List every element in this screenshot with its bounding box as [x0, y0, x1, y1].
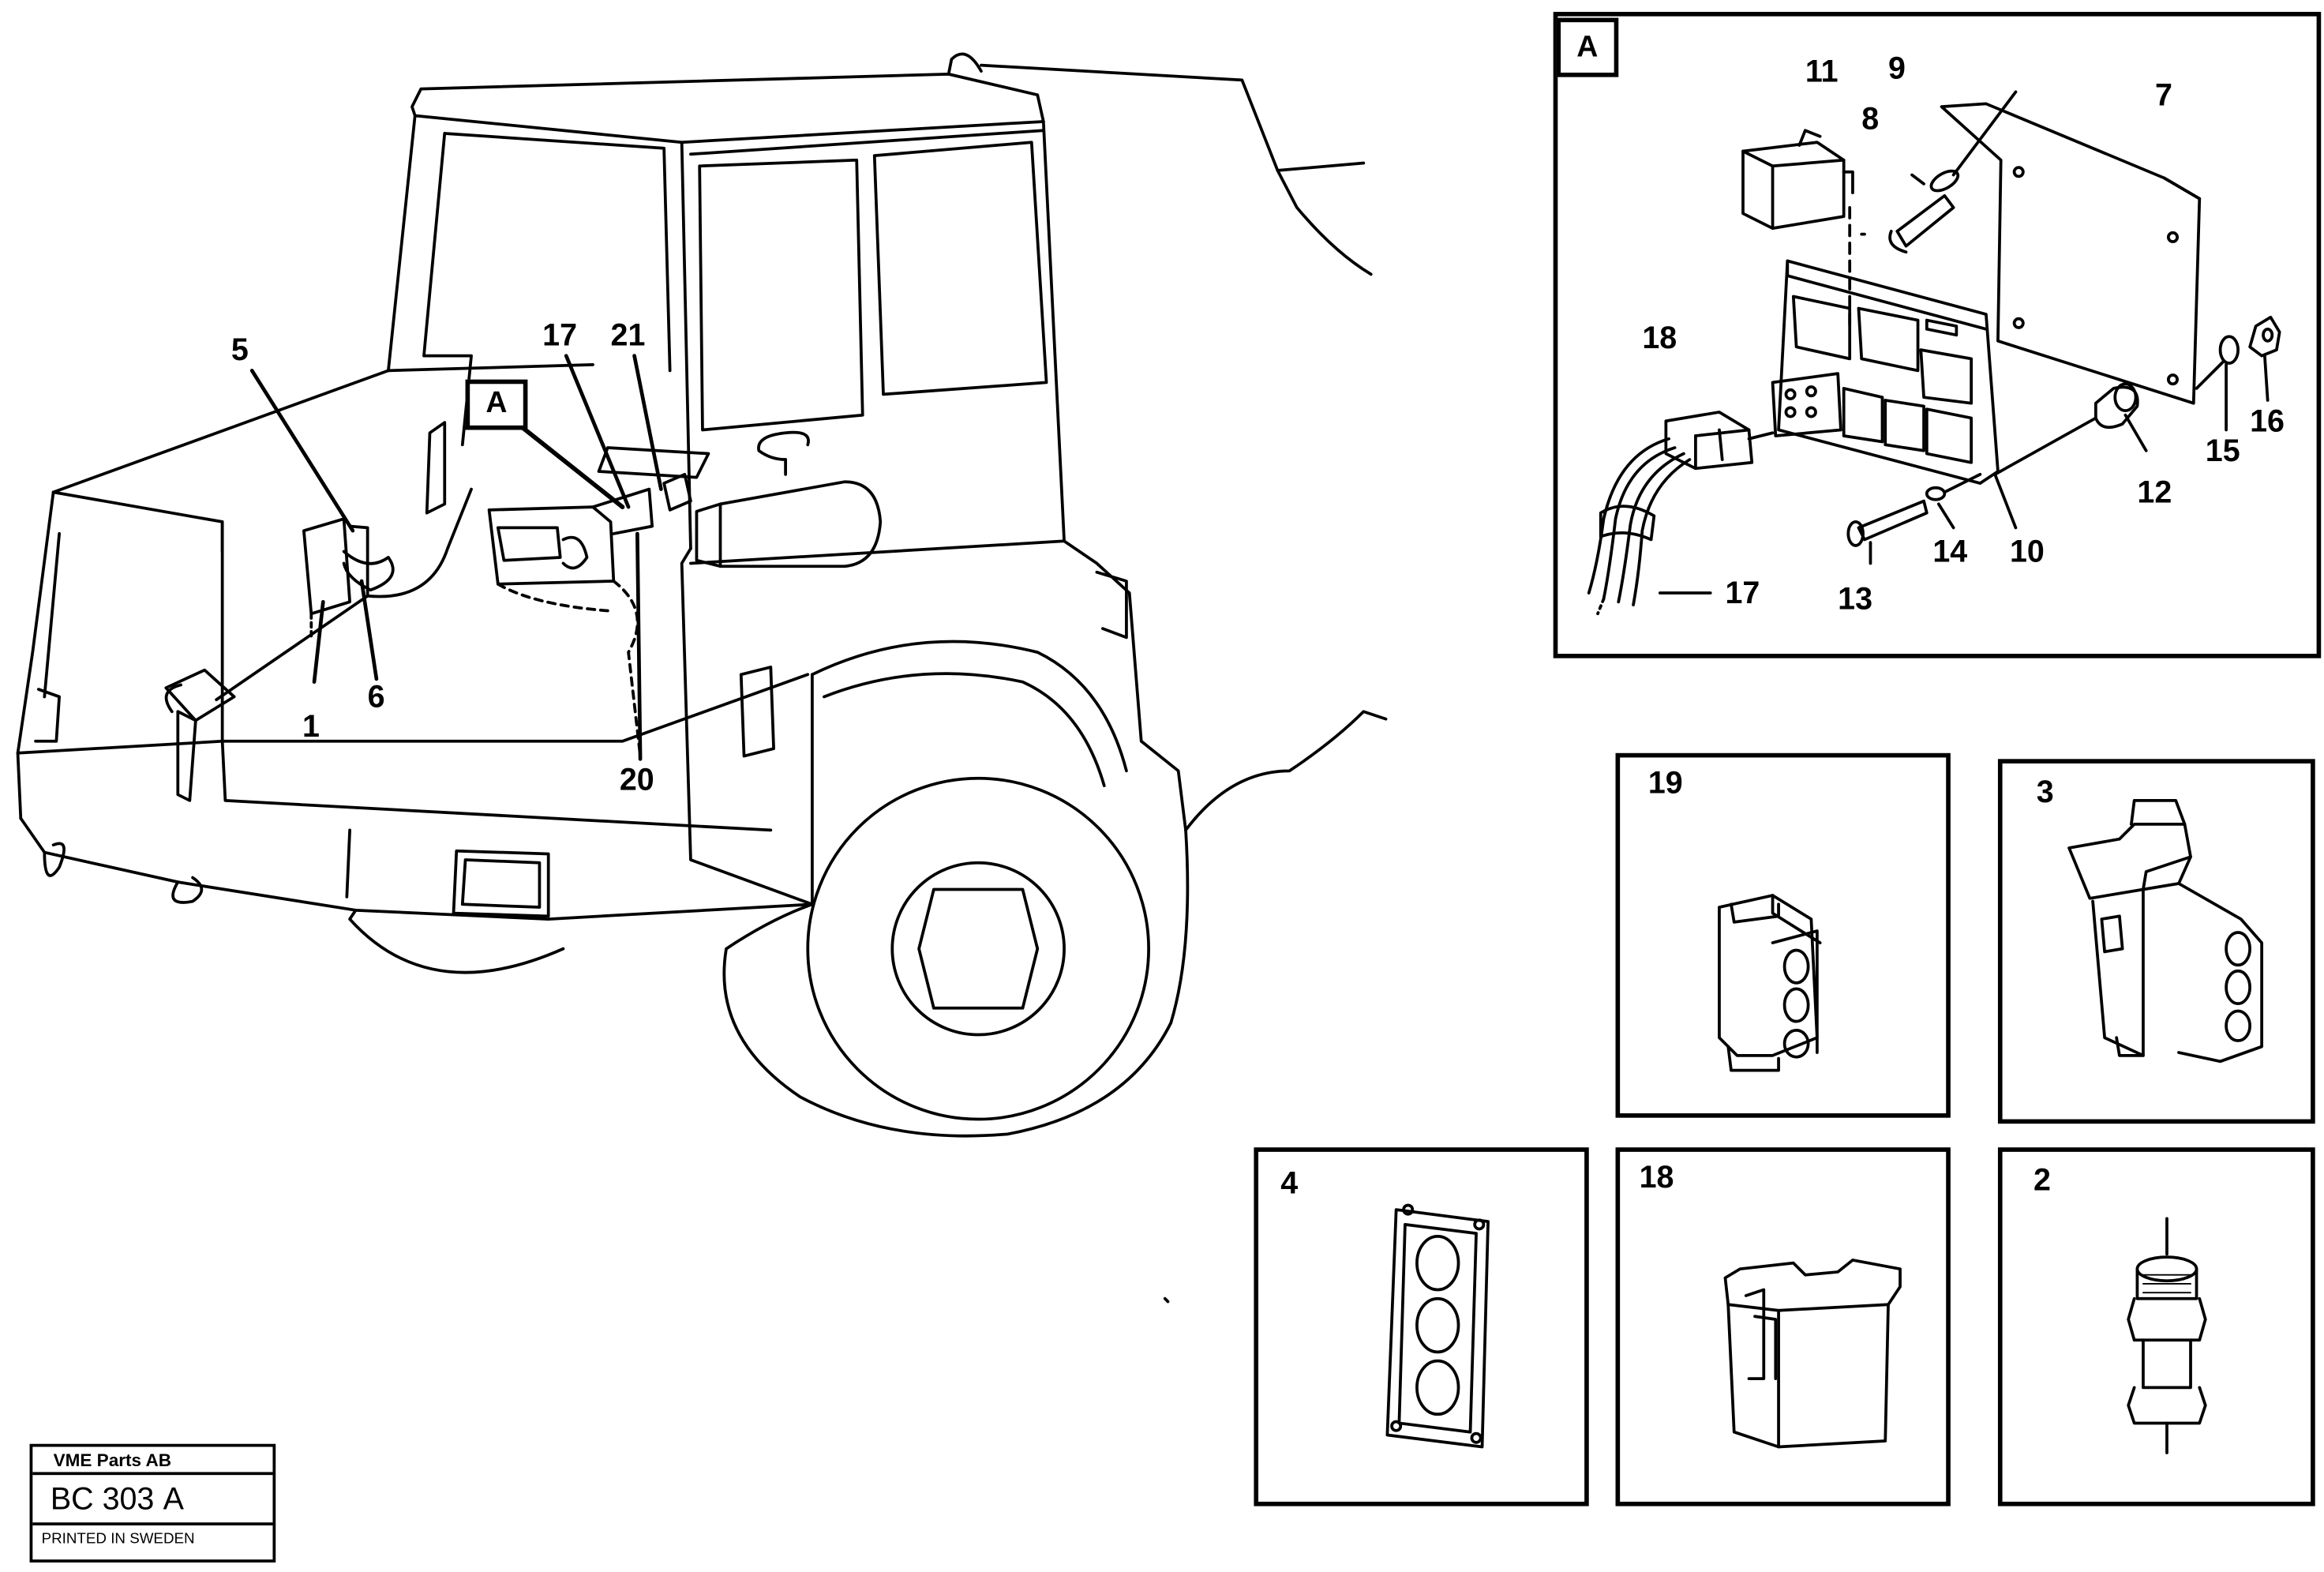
- inset-4-seal: [1385, 1203, 1490, 1449]
- part-label-15: 15: [2205, 434, 2240, 469]
- part-label-16: 16: [2250, 404, 2285, 439]
- callout-a-detail: A: [1556, 17, 1619, 77]
- main-leader-lines: [249, 354, 663, 761]
- part-label-5: 5: [231, 333, 249, 368]
- wiring-and-components: [164, 446, 710, 758]
- part-label-9: 9: [1888, 51, 1906, 86]
- detail-a-parts: [1587, 90, 2281, 616]
- inset-19-connector: [1718, 894, 1822, 1072]
- dumper-hood: [16, 362, 814, 974]
- part-label-10: 10: [2009, 535, 2045, 569]
- inset-label-19: 19: [1647, 766, 1683, 801]
- inset-18-frame: [1615, 1147, 1951, 1506]
- part-label-21: 21: [610, 318, 646, 353]
- inset-label-18: 18: [1639, 1161, 1674, 1195]
- company-name: VME Parts AB: [32, 1446, 273, 1476]
- inset-19-frame: [1615, 752, 1951, 1118]
- part-label-17-main: 17: [542, 318, 578, 353]
- detail-a-frame: [1553, 12, 2322, 658]
- inset-3-frame: [1997, 759, 2315, 1124]
- drawing-number: BC 303: [50, 1482, 155, 1517]
- printed-note: PRINTED IN SWEDEN: [41, 1531, 195, 1548]
- dumper-cab: [387, 52, 1373, 550]
- part-label-7: 7: [2154, 78, 2172, 113]
- part-label-6: 6: [367, 680, 385, 715]
- part-label-12: 12: [2137, 475, 2172, 510]
- inset-label-4: 4: [1280, 1166, 1299, 1201]
- inset-2-frame: [1997, 1147, 2315, 1506]
- part-label-8: 8: [1861, 102, 1880, 137]
- drawing-revision: A: [163, 1482, 184, 1517]
- inset-3-connector: [2067, 798, 2264, 1064]
- part-label-20: 20: [619, 763, 654, 798]
- part-label-11: 11: [1805, 54, 1839, 89]
- part-label-17-detail: 17: [1725, 576, 1760, 611]
- inset-label-3: 3: [2036, 775, 2054, 810]
- callout-a-main: A: [465, 379, 528, 430]
- inset-4-frame: [1254, 1147, 1589, 1506]
- part-label-13: 13: [1838, 582, 1873, 617]
- part-label-18-detail: 18: [1642, 321, 1677, 356]
- inset-2-pressure-switch: [2127, 1217, 2207, 1454]
- inset-18-connector-housing: [1723, 1259, 1902, 1449]
- part-label-14: 14: [1932, 535, 1968, 569]
- inset-label-2: 2: [2034, 1163, 2051, 1199]
- stray-dot: [1163, 1296, 1170, 1304]
- dumper-front-body: [680, 430, 1388, 1138]
- part-label-1: 1: [302, 710, 320, 745]
